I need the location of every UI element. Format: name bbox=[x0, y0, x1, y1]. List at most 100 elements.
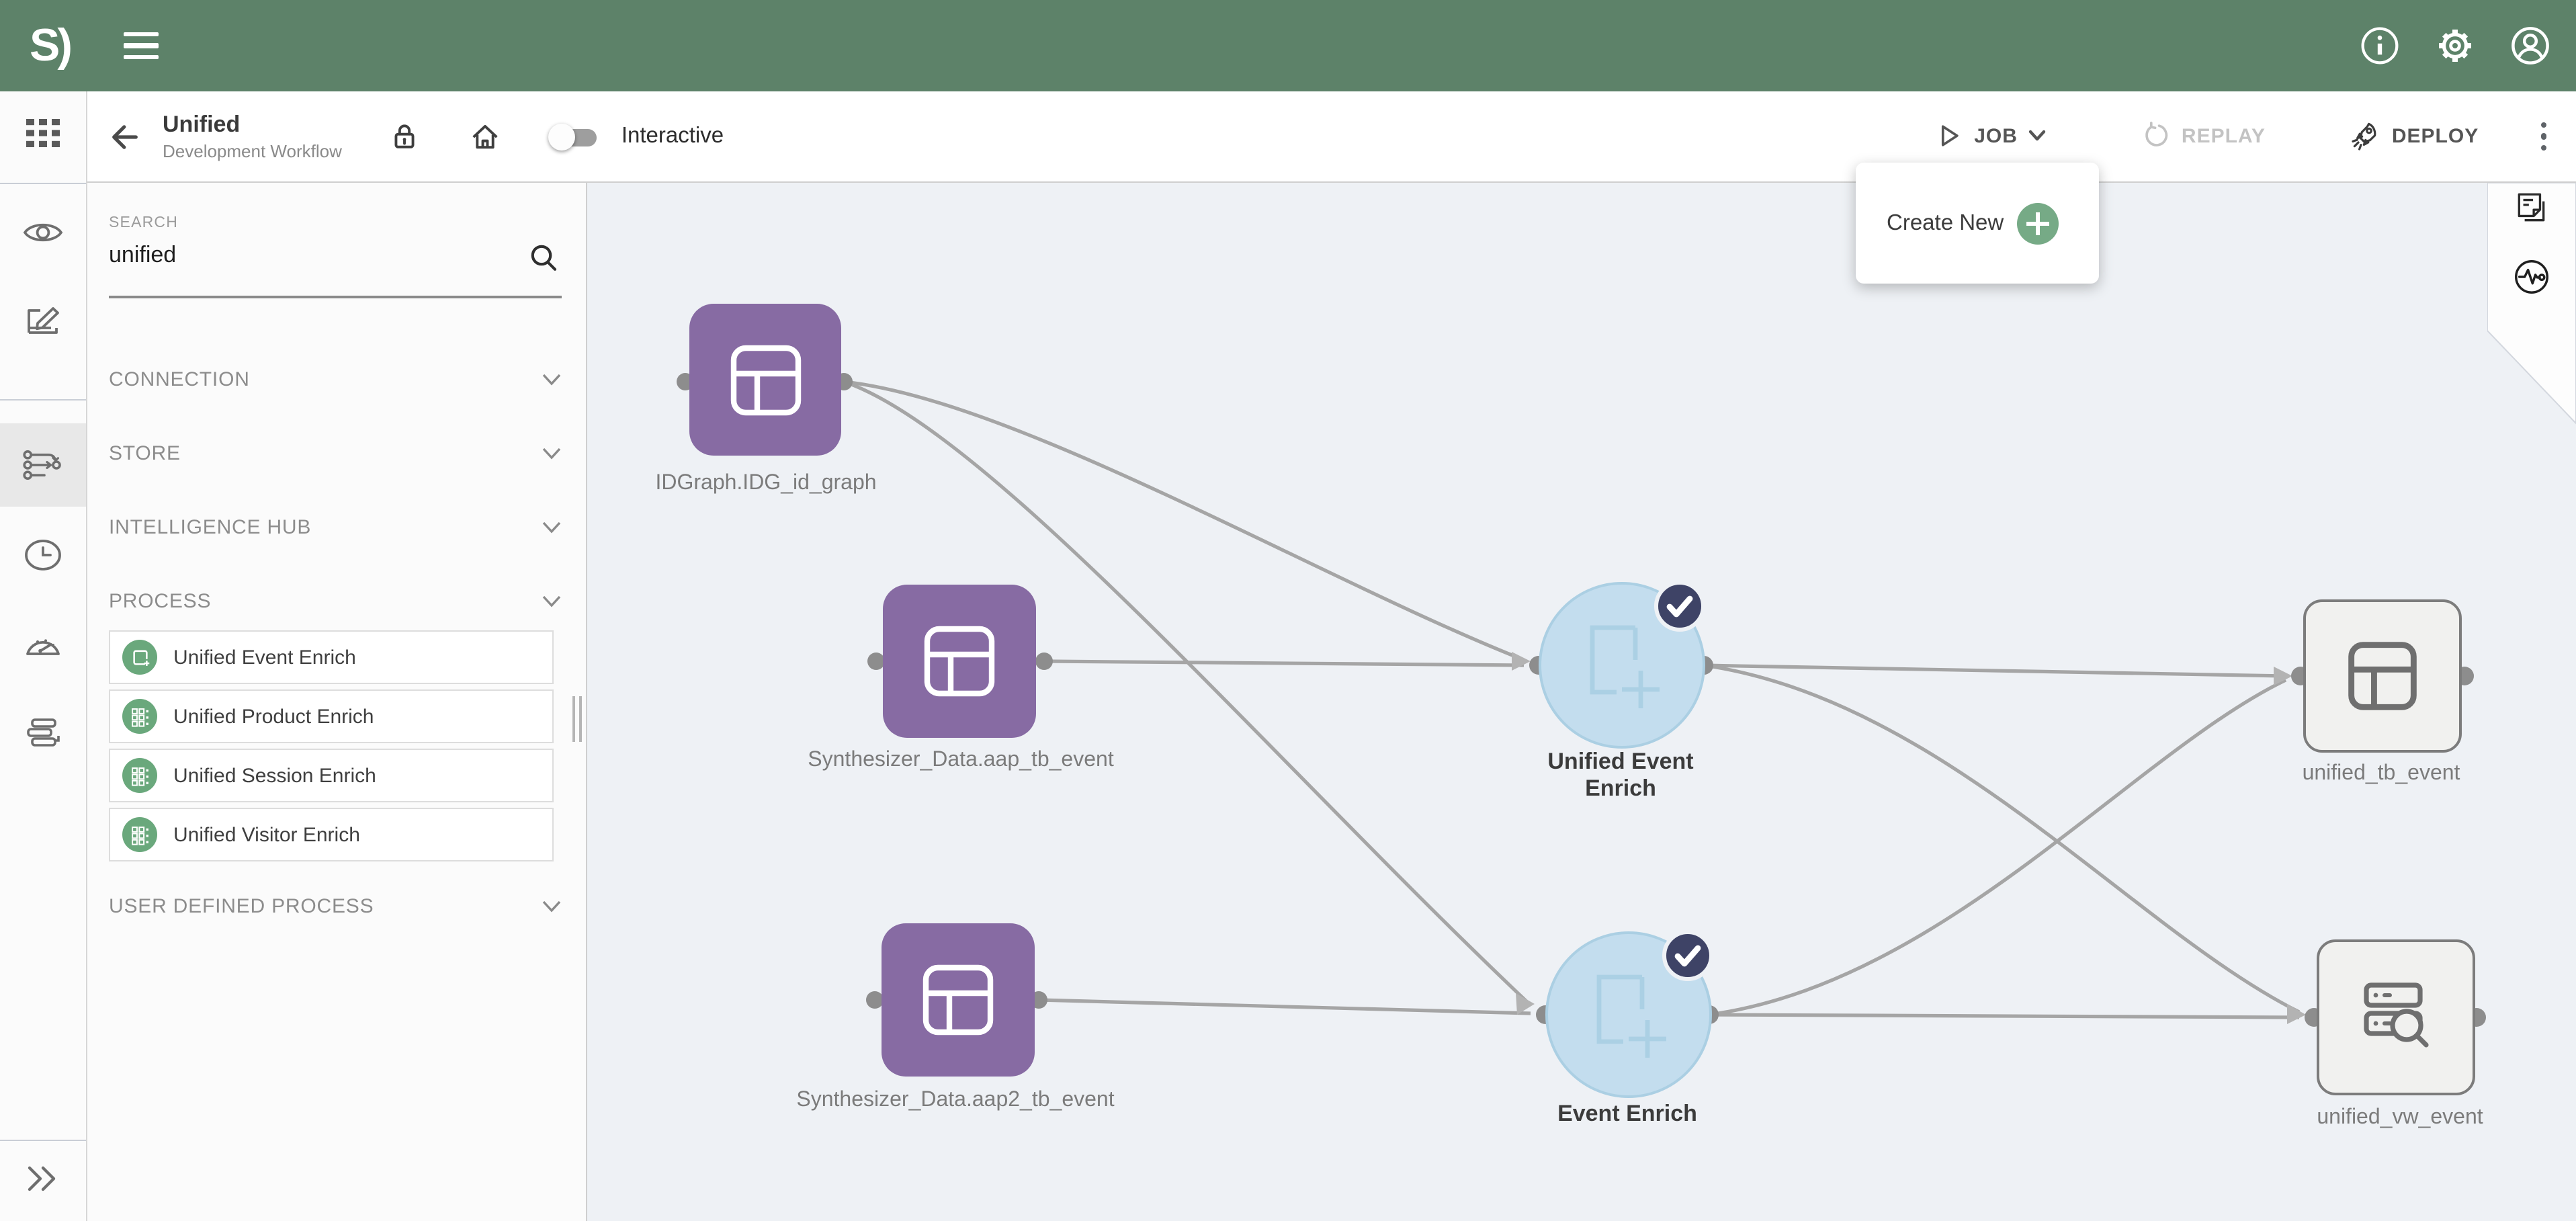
node-label: unified_tb_event bbox=[2180, 762, 2576, 786]
account-icon[interactable] bbox=[2509, 24, 2552, 67]
replay-label: REPLAY bbox=[2182, 125, 2266, 148]
schema-process-icon bbox=[122, 817, 157, 852]
more-options-icon[interactable] bbox=[2532, 117, 2554, 156]
node-aap2-tb-event-dataset[interactable] bbox=[882, 923, 1035, 1077]
search-input[interactable] bbox=[109, 242, 512, 269]
process-item[interactable]: Unified Product Enrich bbox=[109, 689, 554, 743]
edge bbox=[1704, 665, 2299, 1012]
brand-logo: S) bbox=[30, 23, 70, 69]
process-item[interactable]: Unified Event Enrich bbox=[109, 630, 554, 684]
interactive-toggle[interactable] bbox=[549, 124, 603, 149]
deploy-button[interactable]: DEPLOY bbox=[2349, 120, 2479, 153]
workflow-canvas[interactable]: IDGraph.IDG_id_graph Synthesizer_Data.aa… bbox=[587, 183, 2576, 1221]
hamburger-menu-icon[interactable] bbox=[124, 32, 159, 60]
sidebar-section-user-defined-process[interactable]: USER DEFINED PROCESS bbox=[109, 886, 562, 926]
schema-process-icon bbox=[122, 699, 157, 734]
node-unified-vw-event-output[interactable] bbox=[2317, 939, 2475, 1095]
home-icon[interactable] bbox=[468, 119, 503, 154]
node-label: IDGraph.IDG_id_graph bbox=[587, 472, 968, 496]
search-label: SEARCH bbox=[109, 215, 178, 231]
node-label: Event Enrich bbox=[1547, 1101, 1708, 1128]
edge-arrowhead bbox=[1512, 652, 1531, 671]
apps-grid-icon[interactable] bbox=[26, 119, 60, 147]
stack-layers-icon[interactable] bbox=[24, 718, 62, 747]
sidebar-section-connection[interactable]: CONNECTION bbox=[109, 359, 562, 399]
rail-divider bbox=[0, 399, 86, 401]
pipeline-icon[interactable] bbox=[23, 449, 63, 481]
edge bbox=[1044, 661, 1524, 665]
preview-eye-icon[interactable] bbox=[23, 218, 63, 247]
workflow-toolbar: Unified Development Workflow Interactive… bbox=[87, 91, 2576, 183]
enrich-process-icon bbox=[122, 640, 157, 675]
chevron-down-icon bbox=[542, 447, 562, 459]
lock-icon[interactable] bbox=[388, 119, 423, 154]
table-icon bbox=[920, 622, 998, 700]
monitor-gauge-icon[interactable] bbox=[24, 631, 62, 657]
node-unified-event-enrich-process[interactable] bbox=[1539, 582, 1705, 749]
edge bbox=[1709, 1015, 2299, 1017]
port bbox=[1035, 652, 1053, 670]
section-label: CONNECTION bbox=[109, 368, 250, 390]
node-label: Synthesizer_Data.aap2_tb_event bbox=[754, 1089, 1157, 1113]
notes-icon[interactable] bbox=[2514, 190, 2550, 226]
sidebar-resize-handle[interactable] bbox=[572, 696, 582, 742]
toggle-knob[interactable] bbox=[549, 123, 576, 150]
job-label: JOB bbox=[1974, 125, 2018, 148]
interactive-label: Interactive bbox=[621, 124, 724, 149]
search-icon[interactable] bbox=[528, 242, 560, 274]
edge bbox=[1039, 1000, 1531, 1013]
chevron-down-icon bbox=[542, 521, 562, 533]
node-idgraph-dataset[interactable] bbox=[689, 304, 841, 456]
process-item[interactable]: Unified Session Enrich bbox=[109, 749, 554, 802]
node-event-enrich-process[interactable] bbox=[1545, 931, 1712, 1098]
right-panel-strip bbox=[2487, 183, 2576, 425]
page-title: Unified bbox=[163, 112, 342, 138]
search-underline bbox=[109, 296, 562, 298]
sidebar-section-store[interactable]: STORE bbox=[109, 433, 562, 473]
gear-icon[interactable] bbox=[2434, 24, 2477, 67]
table-icon bbox=[2345, 638, 2420, 714]
rail-divider bbox=[0, 183, 86, 184]
edge bbox=[1704, 665, 2286, 676]
process-item-label: Unified Visitor Enrich bbox=[173, 823, 360, 846]
chevron-down-icon bbox=[542, 900, 562, 912]
workflow-title-block: Unified Development Workflow bbox=[163, 112, 342, 161]
chevron-down-icon bbox=[2028, 130, 2047, 143]
node-label: Synthesizer_Data.aap_tb_event bbox=[759, 749, 1162, 773]
edge-arrowhead bbox=[2287, 1004, 2306, 1024]
section-label: INTELLIGENCE HUB bbox=[109, 515, 311, 538]
back-arrow-icon[interactable] bbox=[106, 118, 144, 155]
process-item[interactable]: Unified Visitor Enrich bbox=[109, 808, 554, 861]
rocket-icon bbox=[2349, 120, 2381, 153]
success-check-badge bbox=[1661, 929, 1715, 982]
page-subtitle: Development Workflow bbox=[163, 141, 342, 161]
info-icon[interactable] bbox=[2358, 24, 2401, 67]
edge bbox=[1709, 680, 2286, 1015]
table-icon bbox=[726, 341, 804, 419]
node-unified-tb-event-output[interactable] bbox=[2303, 599, 2462, 753]
chevron-down-icon bbox=[542, 595, 562, 607]
sidebar-section-intelligence-hub[interactable]: INTELLIGENCE HUB bbox=[109, 507, 562, 547]
sidebar-section-process[interactable]: PROCESS bbox=[109, 581, 562, 621]
schema-process-icon bbox=[122, 758, 157, 793]
process-item-label: Unified Session Enrich bbox=[173, 764, 376, 787]
job-dropdown-menu: Create New bbox=[1856, 163, 2099, 284]
replay-button[interactable]: REPLAY bbox=[2141, 122, 2266, 151]
edit-journal-icon[interactable] bbox=[24, 302, 62, 337]
play-icon bbox=[1934, 122, 1963, 151]
create-new-menu-item[interactable]: Create New bbox=[1887, 210, 2004, 236]
rail-divider bbox=[0, 1140, 86, 1141]
section-label: STORE bbox=[109, 441, 181, 464]
topbar-actions bbox=[2358, 24, 2552, 67]
activity-pulse-icon[interactable] bbox=[2513, 258, 2550, 296]
process-item-label: Unified Product Enrich bbox=[173, 705, 374, 728]
history-clock-icon[interactable] bbox=[24, 539, 62, 571]
success-check-badge bbox=[1653, 579, 1707, 633]
job-button[interactable]: JOB bbox=[1934, 122, 2047, 151]
expand-panel-chevrons-icon[interactable] bbox=[26, 1165, 60, 1192]
process-item-label: Unified Event Enrich bbox=[173, 646, 356, 669]
node-aap-tb-event-dataset[interactable] bbox=[883, 585, 1036, 738]
create-new-plus-icon[interactable] bbox=[2017, 202, 2059, 244]
toolbar-actions: JOB REPLAY DEPLOY bbox=[1934, 117, 2554, 156]
